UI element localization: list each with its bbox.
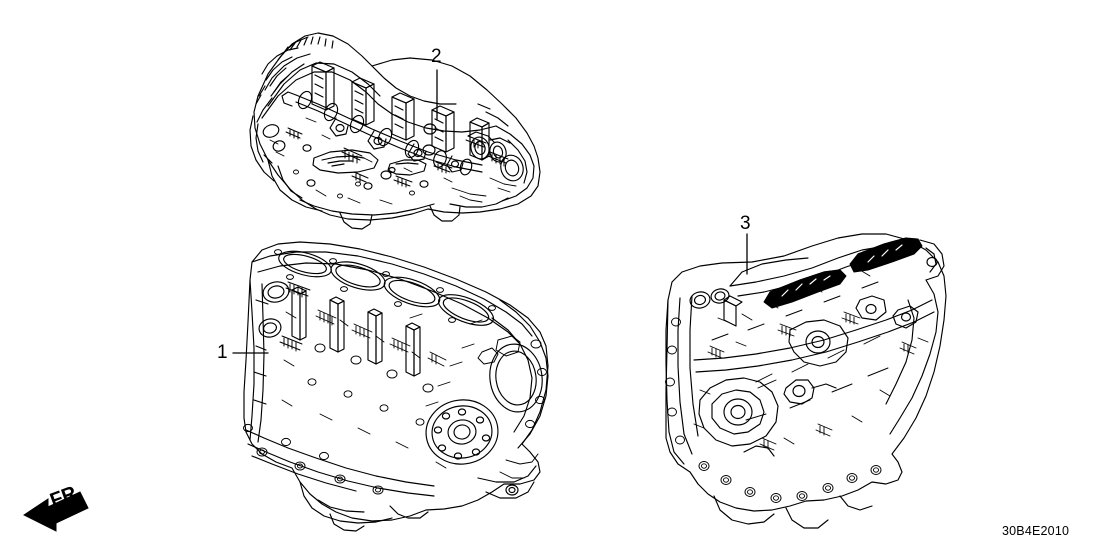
- front-direction-arrow-icon: [23, 491, 89, 532]
- callout-number-3: 3: [740, 213, 751, 234]
- part-number-label: 30B4E2010: [1002, 524, 1070, 538]
- callout-number-2: 2: [431, 46, 442, 67]
- callout-number-1: 1: [217, 342, 228, 363]
